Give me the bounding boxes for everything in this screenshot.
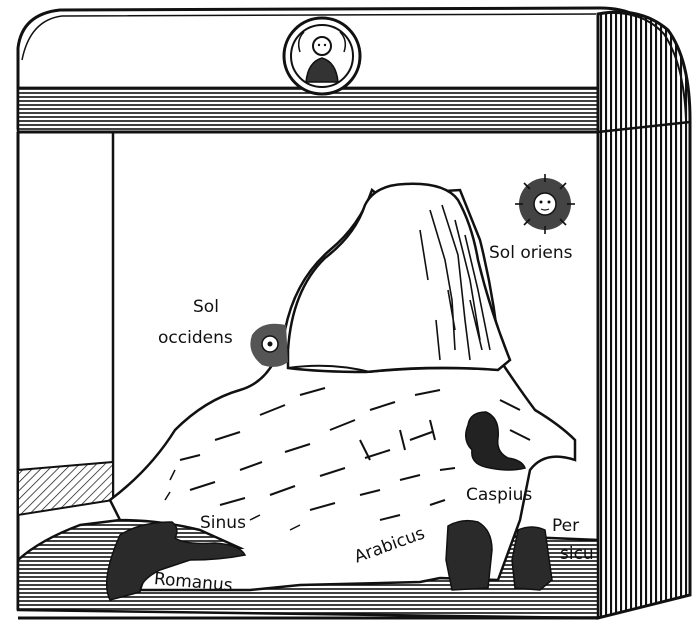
- label-sol-occidens-line1: Sol: [193, 297, 219, 317]
- label-persicus-line1: Per: [552, 516, 580, 536]
- label-sol-oriens: Sol oriens: [489, 243, 573, 263]
- label-sol-occidens-line2: occidens: [158, 328, 233, 348]
- right-side-wall: [596, 10, 692, 620]
- mediterranean-sea: [105, 521, 247, 601]
- earth-landmass: [108, 182, 577, 592]
- label-sinus: Sinus: [200, 513, 246, 533]
- red-sea: [445, 519, 493, 591]
- label-persicus-line2: sicu: [560, 544, 594, 564]
- seas: [105, 411, 553, 601]
- radiant-sun-face-icon: [515, 174, 575, 234]
- face-in-circle-icon: [282, 16, 362, 96]
- caspian-sea: [465, 411, 526, 471]
- label-caspius: Caspius: [466, 485, 533, 505]
- persian-gulf: [511, 526, 553, 591]
- half-hidden-sun-icon: [250, 323, 288, 367]
- left-wall: [16, 132, 115, 610]
